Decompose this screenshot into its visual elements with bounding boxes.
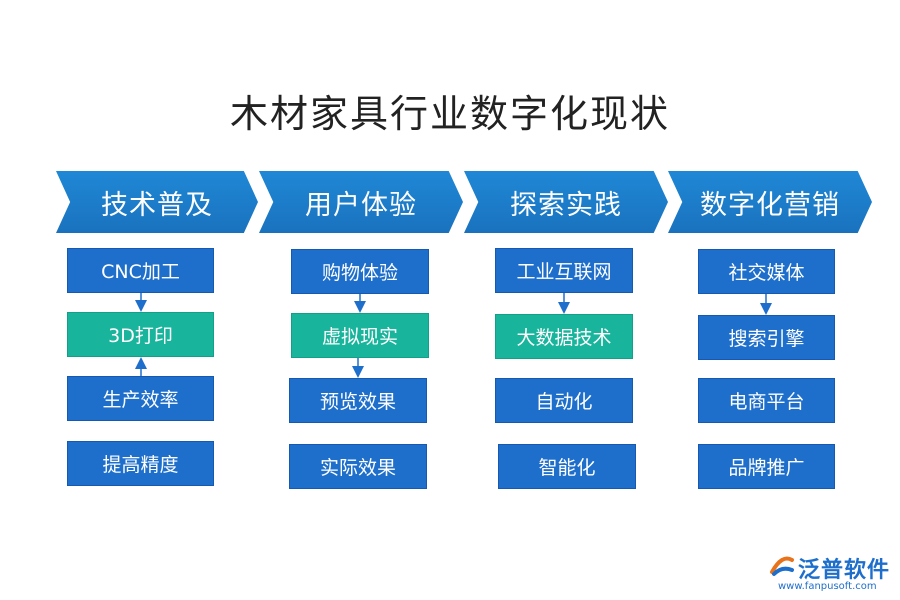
item-ecommerce: 电商平台 [698,378,835,423]
header-tech-adoption: 技术普及 [56,171,258,233]
item-actual-effect: 实际效果 [289,444,427,489]
diagram-title: 木材家具行业数字化现状 [229,92,670,136]
item-automation: 自动化 [495,378,633,423]
brand-logo: 泛普软件 www.fanpusoft.com [764,548,894,592]
item-cnc: CNC加工 [67,248,214,293]
header-user-experience: 用户体验 [259,171,463,233]
item-industrial-internet: 工业互联网 [495,248,633,293]
logo-url: www.fanpusoft.com [778,581,877,592]
item-social-media: 社交媒体 [698,249,835,294]
item-virtual-reality: 虚拟现实 [291,313,429,358]
item-3d-print: 3D打印 [67,312,214,357]
item-production-efficiency: 生产效率 [67,376,214,421]
item-big-data: 大数据技术 [495,314,633,359]
item-search-engine: 搜索引擎 [698,315,835,360]
logo-name: 泛普软件 [798,558,891,583]
item-preview-effect: 预览效果 [289,378,427,423]
item-precision: 提高精度 [67,441,214,486]
header-digital-marketing: 数字化营销 [668,171,872,233]
item-shopping-experience: 购物体验 [291,249,429,294]
header-exploration: 探索实践 [464,171,668,233]
item-brand-promotion: 品牌推广 [698,444,835,489]
fanpu-logo-icon [770,556,794,576]
item-intelligence: 智能化 [498,444,636,489]
